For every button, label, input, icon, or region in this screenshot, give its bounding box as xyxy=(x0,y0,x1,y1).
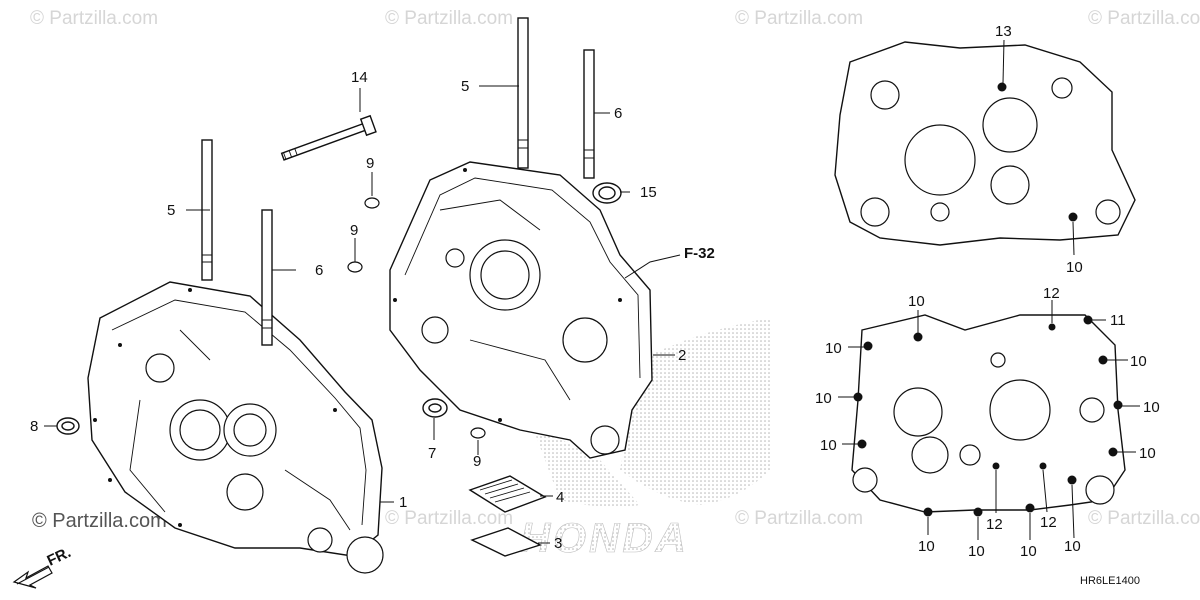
callout-3: 3 xyxy=(554,535,562,552)
callout-15: 15 xyxy=(640,184,657,201)
callout-12: 12 xyxy=(986,516,1003,533)
front-direction-arrow: FR. xyxy=(12,544,74,589)
callout-5: 5 xyxy=(461,78,469,95)
callout-10: 10 xyxy=(1139,445,1156,462)
callout-10: 10 xyxy=(1130,353,1147,370)
honda-wordmark: HONDA xyxy=(520,514,689,561)
watermark: © Partzilla.com xyxy=(735,8,863,29)
callout-10: 10 xyxy=(815,390,832,407)
callout-10: 10 xyxy=(908,293,925,310)
callout-4: 4 xyxy=(556,489,564,506)
callout-10: 10 xyxy=(1066,259,1083,276)
callout-9: 9 xyxy=(366,155,374,172)
watermark: © Partzilla.com xyxy=(735,508,863,529)
left-crankcase xyxy=(87,281,384,574)
callout-10: 10 xyxy=(918,538,935,555)
dowel-pins xyxy=(347,197,486,439)
flange-bolt xyxy=(280,114,377,161)
callout-9: 9 xyxy=(473,453,481,470)
watermark: © Partzilla.com xyxy=(385,508,513,529)
callout-10: 10 xyxy=(968,543,985,560)
watermark: © Partzilla.com xyxy=(1088,8,1200,29)
figure-reference: F-32 xyxy=(684,245,715,262)
callout-10: 10 xyxy=(820,437,837,454)
callout-5: 5 xyxy=(167,202,175,219)
front-direction-label: FR. xyxy=(45,544,74,570)
watermark: © Partzilla.com xyxy=(1088,508,1200,529)
callout-6: 6 xyxy=(614,105,622,122)
callout-10: 10 xyxy=(1020,543,1037,560)
callout-labels: 1 2 3 4 5 5 6 6 7 8 9 9 9 13 14 15 11 10… xyxy=(30,23,1160,560)
callout-12: 12 xyxy=(1040,514,1057,531)
callout-8: 8 xyxy=(30,418,38,435)
watermark-main: © Partzilla.com xyxy=(32,510,167,532)
oil-seal xyxy=(592,182,622,204)
needle-bearing xyxy=(422,398,448,418)
callout-10: 10 xyxy=(1143,399,1160,416)
callout-1: 1 xyxy=(399,494,407,511)
callout-7: 7 xyxy=(428,445,436,462)
callout-14: 14 xyxy=(351,69,368,86)
callout-12: 12 xyxy=(1043,285,1060,302)
honda-wing-logo: HONDA xyxy=(520,318,770,561)
callout-10: 10 xyxy=(825,340,842,357)
callout-11: 11 xyxy=(1110,312,1126,329)
right-crankcase xyxy=(389,161,653,459)
callout-10: 10 xyxy=(1064,538,1081,555)
watermark: © Partzilla.com xyxy=(30,8,158,29)
callout-9: 9 xyxy=(350,222,358,239)
watermark: © Partzilla.com xyxy=(385,8,513,29)
watermark-layer: © Partzilla.com © Partzilla.com © Partzi… xyxy=(30,8,1200,532)
oil-strainer-screens xyxy=(468,475,547,557)
leader-lines xyxy=(44,39,1140,544)
o-ring xyxy=(56,417,80,435)
crankcase-outline-top xyxy=(834,41,1136,246)
crankcase-outline-bottom xyxy=(851,314,1126,517)
callout-13: 13 xyxy=(995,23,1012,40)
callout-2: 2 xyxy=(678,347,686,364)
callout-6: 6 xyxy=(315,262,323,279)
reference-code: HR6LE1400 xyxy=(1080,575,1140,587)
